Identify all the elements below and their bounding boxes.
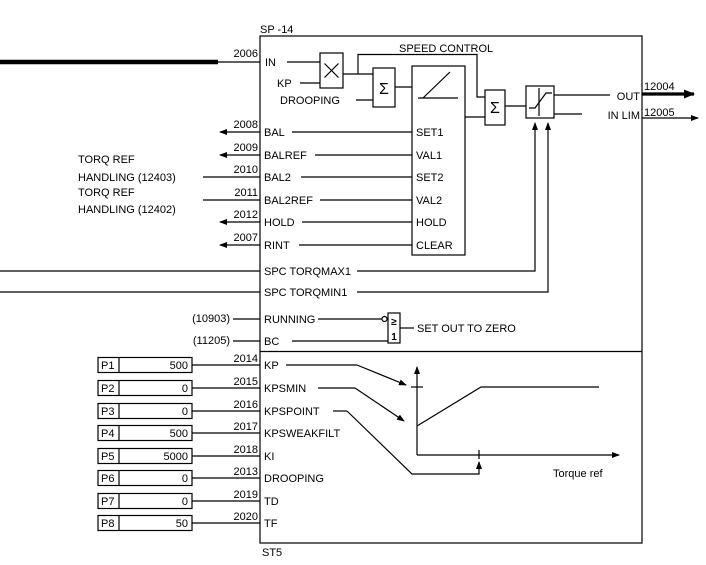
- pin-label: KPSPOINT: [264, 406, 320, 418]
- param-value: 50: [176, 518, 188, 530]
- mult-input-label: KP: [277, 78, 292, 90]
- pin-label: KPSMIN: [264, 383, 306, 395]
- graph-x-label: Torque ref: [553, 468, 603, 480]
- main-input: 2006 IN: [0, 48, 320, 69]
- pin-label: BC: [264, 336, 279, 348]
- mult-input-label: DROOPING: [280, 95, 340, 107]
- pin-label: IN: [265, 57, 276, 69]
- pin-code: 2007: [234, 232, 258, 244]
- output-pin-label: IN LIM: [608, 110, 640, 122]
- gain-curve: [416, 386, 599, 427]
- pin-code: (10903): [192, 313, 230, 325]
- pi-pin-label: SET1: [416, 127, 444, 139]
- block-footer-label: ST5: [262, 547, 282, 559]
- torq-ref-sources: TORQ REF HANDLING (12403) TORQ REF HANDL…: [78, 154, 176, 216]
- pi-pin-label: SET2: [416, 172, 444, 184]
- pin-label: BAL: [264, 127, 285, 139]
- param-value: 0: [182, 496, 188, 508]
- source-label-line1: TORQ REF: [78, 187, 135, 199]
- pin-code: 2018: [234, 444, 258, 456]
- param-box-id: P4: [101, 428, 114, 440]
- inverter-circle-icon: [381, 315, 388, 323]
- pin-code: 2008: [234, 119, 258, 131]
- param-value: 500: [170, 360, 188, 372]
- sum-icon: Σ: [379, 81, 389, 98]
- pin-code: 2006: [234, 48, 258, 60]
- bypass-wire: [357, 53, 485, 98]
- limit-label: SPC TORQMIN1: [264, 287, 347, 299]
- pin-label: TD: [264, 496, 279, 508]
- param-value: 5000: [164, 451, 188, 463]
- pin-code: 2016: [234, 399, 258, 411]
- sum2-box: [484, 89, 506, 126]
- param-value: 500: [170, 428, 188, 440]
- torque-limits: SPC TORQMAX1 SPC TORQMIN1: [0, 122, 551, 299]
- param-value: 0: [182, 473, 188, 485]
- param-box-id: P3: [101, 406, 114, 418]
- pin-code: 2013: [234, 466, 258, 478]
- param-box-id: P7: [101, 496, 114, 508]
- source-label-line1: TORQ REF: [78, 154, 135, 166]
- kp-pointer-arrow: [356, 364, 407, 386]
- pin-code: 2011: [234, 187, 258, 199]
- param-box-id: P5: [101, 451, 114, 463]
- param-box-id: P2: [101, 383, 114, 395]
- pi-pin-label: CLEAR: [416, 240, 453, 252]
- pi-block: SET1 VAL1 SET2 VAL2 HOLD CLEAR: [411, 65, 466, 256]
- multiplier-block: KP DROOPING: [277, 52, 373, 107]
- param-box-id: P1: [101, 360, 114, 372]
- pin-label: BAL2: [264, 172, 291, 184]
- pin-code: 2010: [234, 164, 258, 176]
- parameter-rows: P1 500 2014 KP P2 0 2015 KPSMIN P3 0 201…: [97, 353, 340, 532]
- param-box-id: P8: [101, 518, 114, 530]
- pin-code: 2019: [234, 489, 258, 501]
- or-gate-icon: 1: [391, 332, 397, 343]
- pi-pin-label: VAL2: [416, 195, 442, 207]
- output-pin-label: OUT: [617, 91, 641, 103]
- limit-label: SPC TORQMAX1: [264, 266, 351, 278]
- pin-code: 2015: [234, 376, 258, 388]
- or-gate-icon: ≥: [391, 317, 397, 328]
- pin-code: 12005: [644, 107, 675, 119]
- pin-code: 2020: [234, 511, 258, 523]
- block-title: SPEED CONTROL: [399, 43, 493, 55]
- pin-code: 2014: [234, 353, 258, 365]
- pin-code: (11205): [193, 335, 230, 347]
- kpspoint-pointer-arrow: [346, 410, 482, 475]
- source-label-line2: HANDLING (12402): [78, 204, 176, 216]
- param-value: 0: [182, 383, 188, 395]
- pin-code: 2009: [234, 142, 258, 154]
- pin-label: KPSWEAKFILT: [264, 428, 340, 440]
- pin-code: 12004: [644, 81, 675, 93]
- gain-graph: Torque ref: [286, 364, 620, 480]
- pin-label: TF: [264, 518, 278, 530]
- pin-label: BALREF: [264, 150, 307, 162]
- external-outputs: 12004 12005: [642, 81, 699, 121]
- sum-icon: Σ: [490, 100, 500, 117]
- kpsmin-pointer-arrow: [354, 387, 405, 422]
- pin-label: KI: [264, 451, 274, 463]
- param-value: 0: [182, 406, 188, 418]
- limiter-icon: [529, 88, 552, 116]
- block-id-label: SP -14: [260, 24, 293, 36]
- pin-code: 2012: [234, 209, 258, 221]
- ramp-icon: [418, 71, 458, 99]
- limiter-block: [525, 85, 555, 119]
- pin-code: 2017: [234, 421, 258, 433]
- pin-label: DROOPING: [264, 473, 324, 485]
- left-pins: 2008 BAL 2009 BALREF 2010 BAL2 2011 BAL2…: [203, 119, 412, 252]
- multiply-icon: [324, 63, 339, 78]
- logic-section: (10903) RUNNING (11205) BC ≥ 1 SET OUT T…: [192, 312, 516, 348]
- gate-output-label: SET OUT TO ZERO: [417, 323, 516, 335]
- param-box-id: P6: [101, 473, 114, 485]
- pin-label: RUNNING: [264, 314, 315, 326]
- pin-label: HOLD: [264, 217, 295, 229]
- pi-pin-label: HOLD: [416, 217, 447, 229]
- pin-label: KP: [264, 360, 279, 372]
- pin-label: RINT: [264, 240, 290, 252]
- pi-pin-label: VAL1: [416, 150, 442, 162]
- source-label-line2: HANDLING (12403): [78, 172, 176, 184]
- pin-label: BAL2REF: [264, 195, 313, 207]
